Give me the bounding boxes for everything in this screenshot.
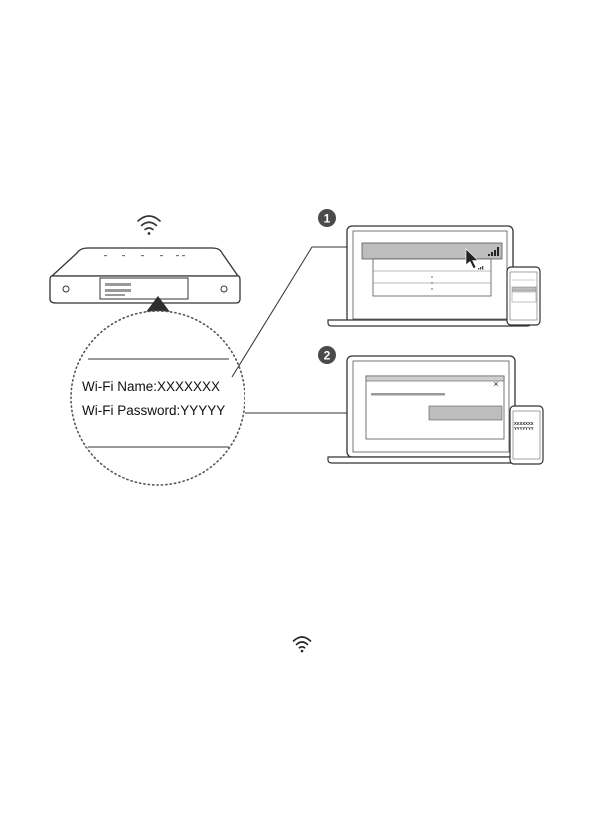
router-wifi-icon	[138, 216, 160, 235]
phone-2: XXXXXXX YYYYYYY	[510, 406, 543, 464]
laptop-1	[328, 226, 531, 326]
svg-text:2: 2	[324, 349, 331, 363]
magnified-label: Wi-Fi Name:XXXXXXX Wi-Fi Password:YYYYY	[71, 311, 265, 485]
network-bar	[362, 243, 502, 259]
phone-1	[507, 267, 540, 325]
step-1-badge: 1	[318, 209, 336, 227]
connector-line-1	[232, 247, 362, 377]
phone-text-2: YYYYYYY	[514, 426, 534, 431]
svg-text:1: 1	[324, 212, 331, 226]
router	[50, 248, 240, 303]
password-field	[429, 406, 502, 420]
wifi-password-text: Wi-Fi Password:YYYYY	[82, 403, 225, 418]
laptop-2: ×	[328, 356, 533, 463]
step-2-badge: 2	[318, 346, 336, 364]
wifi-name-text: Wi-Fi Name:XXXXXXX	[82, 379, 220, 394]
dialog-close-icon: ×	[493, 379, 498, 389]
footer-wifi-icon	[294, 637, 311, 652]
